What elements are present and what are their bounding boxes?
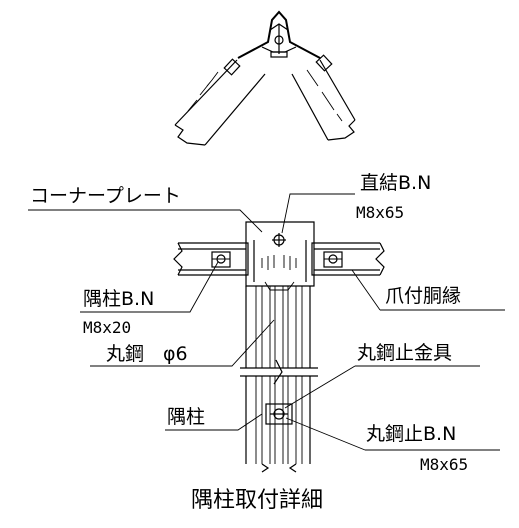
label-round-steel: 丸鋼 φ6: [106, 343, 188, 365]
label-corner-plate: コーナープレート: [30, 185, 181, 207]
label-corner-post-bolt-size: M8x20: [83, 318, 132, 337]
drawing-title: 隅柱取付詳細: [191, 488, 324, 513]
label-round-steel-fitting: 丸鋼止金具: [357, 342, 453, 364]
label-round-steel-bolt-size: M8x65: [420, 455, 469, 474]
label-direct-bolt: 直結B.N: [360, 172, 432, 194]
label-round-steel-bolt: 丸鋼止B.N: [366, 423, 457, 445]
label-corner-post: 隅柱: [167, 406, 206, 428]
label-claw-edge: 爪付胴縁: [385, 285, 462, 307]
label-corner-post-bolt: 隅柱B.N: [83, 288, 155, 310]
elevation-view: [173, 221, 385, 473]
plan-view: [174, 10, 356, 146]
label-direct-bolt-size: M8x65: [356, 203, 405, 222]
leader-lines: [28, 193, 505, 451]
